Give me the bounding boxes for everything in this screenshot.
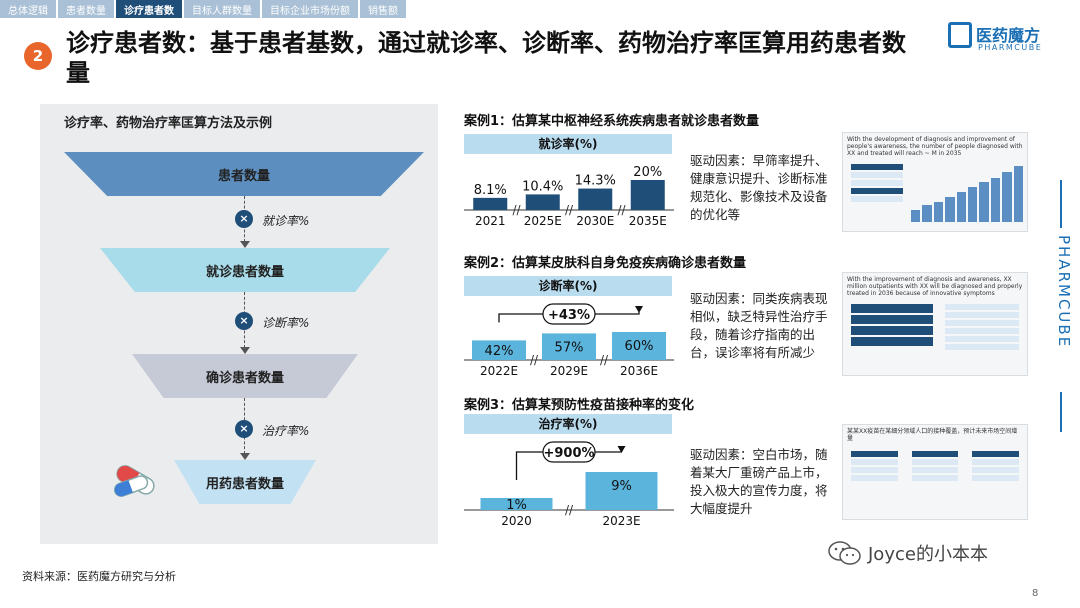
x-tick-label: 2030E [576, 214, 614, 228]
chart-bar [473, 197, 508, 210]
funnel-stage-patients: 患者数量 [64, 152, 424, 196]
brand-logo: 医药魔方 PHARMCUBE [948, 20, 1058, 60]
bar-value-label: 1% [506, 498, 527, 513]
logo-subtitle: PHARMCUBE [978, 43, 1043, 52]
arrow-down-icon [240, 347, 250, 354]
axis-break-mark: // [617, 203, 626, 217]
multiply-icon: × [235, 420, 253, 438]
tab-treated-patients[interactable]: 诊疗患者数 [116, 0, 182, 18]
x-tick-label: 2022E [480, 364, 518, 378]
funnel-stage-diagnosed: 确诊患者数量 [132, 354, 358, 398]
side-divider-bottom [1060, 392, 1062, 432]
tab-patient-count[interactable]: 患者数量 [58, 0, 114, 18]
bar-value-label: 20% [633, 165, 662, 180]
case3-bar-chart: 1%2020 // 9% 2023E +900% [464, 441, 674, 528]
case1-title: 案例1：估算某中枢神经系统疾病患者就诊患者数量 [464, 114, 760, 129]
source-note: 资料来源：医药魔方研究与分析 [22, 570, 176, 583]
case1-driver-text: 驱动因素：早筛率提升、健康意识提升、诊断标准规范化、影像技术及设备的优化等 [690, 153, 828, 222]
tab-target-population[interactable]: 目标人群数量 [184, 0, 260, 18]
pill-capsule-icon [113, 465, 155, 497]
growth-label: +900% [543, 446, 594, 461]
case3-title: 案例3：估算某预防性疫苗接种率的变化 [464, 398, 695, 413]
bar-value-label: 60% [625, 339, 654, 354]
bar-value-label: 9% [611, 479, 632, 494]
growth-label: +43% [548, 308, 590, 323]
x-tick-label: 2029E [550, 364, 588, 378]
case2-bar-chart: 42% 2022E // 57% 2029E // 60% 2036E +43% [464, 303, 674, 378]
case3-thumbnail-title: 某某XX疫苗在某细分领域人口的接种覆盖，预计未来市场空间增量 [847, 428, 1018, 442]
x-tick-label: 2023E [602, 514, 640, 528]
axis-break-mark: // [565, 503, 574, 517]
funnel-stage-visiting: 就诊患者数量 [100, 248, 390, 292]
multiply-icon: × [235, 312, 253, 330]
x-tick-label: 2036E [620, 364, 658, 378]
chart-bar [612, 332, 666, 360]
method-panel-title: 诊疗率、药物治疗率匡算方法及示例 [64, 116, 273, 131]
page-title: 诊疗患者数：基于患者基数，通过就诊率、诊断率、药物治疗率匡算用药患者数量 [66, 29, 906, 87]
case1-metric-header: 就诊率(%) [464, 134, 672, 154]
bar-value-label: 42% [485, 344, 514, 359]
cube-logo-icon [948, 22, 972, 48]
chart-bar [630, 180, 665, 210]
page-number: 8 [1032, 588, 1039, 599]
case3-driver-text: 驱动因素：空白市场，随着某大厂重磅产品上市，投入极大的宣传力度，将大幅度提升 [690, 447, 828, 516]
chart-bar [585, 472, 658, 510]
tab-market-share[interactable]: 目标企业市场份额 [262, 0, 358, 18]
case3-metric-header: 治疗率(%) [464, 414, 672, 434]
case2-metric-header: 诊断率(%) [464, 276, 672, 296]
bar-value-label: 8.1% [474, 183, 507, 198]
case2-title: 案例2：估算某皮肤科自身免疫疾病确诊患者数量 [464, 256, 747, 271]
x-tick-label: 2035E [629, 214, 667, 228]
axis-break-mark: // [565, 203, 574, 217]
x-tick-label: 2021 [475, 214, 506, 228]
bar-value-label: 10.4% [522, 179, 563, 194]
section-tabs: 总体逻辑 患者数量 诊疗患者数 目标人群数量 目标企业市场份额 销售额 [0, 0, 408, 18]
case2-thumbnail: With the improvement of diagnosis and aw… [842, 272, 1028, 376]
multiply-icon: × [235, 210, 253, 228]
axis-break-mark: // [512, 203, 521, 217]
logo-name: 医药魔方 [976, 26, 1041, 45]
case1-thumbnail-title: With the development of diagnosis and im… [847, 136, 1023, 157]
case1-bar-chart: 8.1%2021//10.4%2025E//14.3%2030E//20%203… [464, 165, 674, 228]
case2-driver-text: 驱动因素：同类疾病表现相似，缺乏特异性治疗手段，随着诊疗指南的出台，误诊率将有所… [690, 291, 828, 360]
funnel-stage-treated: 用药患者数量 [174, 460, 316, 504]
bar-value-label: 14.3% [575, 174, 616, 189]
tab-overall-logic[interactable]: 总体逻辑 [0, 0, 56, 18]
growth-badge [542, 303, 596, 325]
chart-bar [542, 333, 596, 360]
arrow-down-icon [617, 446, 626, 453]
axis-break-mark: // [530, 353, 539, 367]
tab-sales[interactable]: 销售额 [360, 0, 406, 18]
chart-bar [578, 188, 613, 210]
arrow-down-icon [635, 306, 643, 313]
x-tick-label: 2025E [524, 214, 562, 228]
method-panel: 诊疗率、药物治疗率匡算方法及示例 患者数量 × 就诊率% 就诊患者数量 × 诊断… [40, 104, 438, 544]
wechat-icon [828, 541, 861, 565]
x-tick-label: 2020 [501, 514, 532, 528]
side-divider-top [1060, 180, 1062, 228]
axis-break-mark: // [600, 353, 609, 367]
bar-value-label: 57% [555, 340, 584, 355]
arrow-down-icon [240, 241, 250, 248]
rate-label-treatment: 治疗率% [262, 424, 310, 438]
case2-thumbnail-title: With the improvement of diagnosis and aw… [847, 276, 1023, 297]
chart-bar [472, 340, 526, 360]
side-brand: PHARMCUBE [1050, 235, 1073, 380]
side-brand-text: PHARMCUBE [1055, 235, 1073, 349]
rate-label-diagnosis: 诊断率% [262, 316, 310, 330]
section-number-badge: 2 [24, 42, 52, 70]
growth-badge [542, 441, 596, 463]
case1-thumbnail: With the development of diagnosis and im… [842, 132, 1028, 232]
watermark-text: Joyce的小本本 [868, 544, 988, 565]
chart-bar [525, 194, 560, 210]
arrow-down-icon [240, 453, 250, 460]
chart-bar [480, 498, 553, 510]
rate-label-visit: 就诊率% [262, 214, 310, 228]
case3-thumbnail: 某某XX疫苗在某细分领域人口的接种覆盖，预计未来市场空间增量 [842, 424, 1028, 520]
